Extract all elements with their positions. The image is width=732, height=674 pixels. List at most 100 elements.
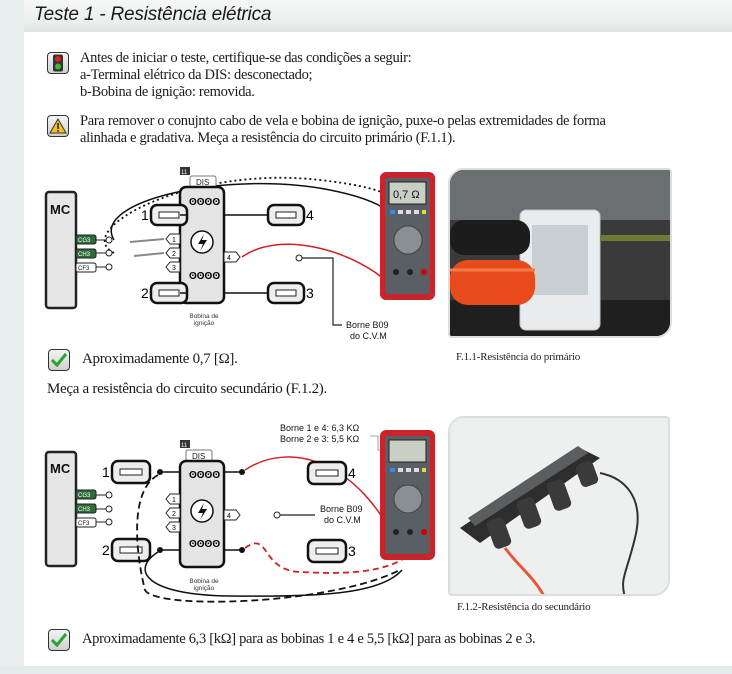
borne-terminal	[295, 254, 303, 262]
svg-text:CF3: CF3	[78, 521, 90, 527]
precondition-line: b-Bobina de ignição: removida.	[80, 84, 255, 100]
connector-ch3: CH3	[75, 503, 113, 514]
warning-line: alinhada e gradativa. Meça a resistência…	[80, 130, 456, 146]
dis-label: DIS	[196, 178, 209, 187]
selector-dial	[393, 484, 423, 514]
svg-text:4: 4	[306, 207, 314, 223]
pin-2: 2	[165, 247, 181, 259]
borne-label: Borne B09	[320, 504, 363, 514]
spark-plug-2: 2	[141, 281, 189, 305]
coil-label: ignição	[194, 320, 215, 327]
test-lead-black-dashed	[136, 474, 401, 603]
spark-plug-1: 1	[102, 459, 152, 485]
coil-winding-icon: ʘʘʘʘ	[189, 197, 220, 208]
svg-text:2: 2	[172, 251, 176, 258]
dis-tag: 11	[181, 170, 188, 176]
title-bar	[24, 0, 732, 32]
dis-tag-box	[180, 167, 190, 175]
pin-1: 1	[165, 233, 181, 245]
precondition-line: Antes de iniciar o teste, certifique-se …	[80, 50, 412, 66]
borne-label: Borne B09	[346, 320, 389, 330]
reading-label: Borne 1 e 4: 6,3 KΩ	[280, 423, 360, 433]
coil-label: Bobina de	[189, 313, 219, 320]
pin-1: 1	[165, 493, 181, 505]
dis-tag: 11	[181, 443, 188, 449]
pin-2: 2	[165, 507, 181, 519]
svg-text:CH3: CH3	[78, 507, 91, 513]
photo-secondary-caption: F.1.2-Resistência do secundário	[457, 601, 591, 613]
check-icon	[48, 629, 70, 651]
svg-text:CF3: CF3	[78, 266, 90, 272]
svg-text:CH3: CH3	[78, 252, 91, 258]
coil-label: Bobina de	[189, 578, 219, 585]
svg-text:3: 3	[172, 525, 176, 532]
pin-3: 3	[165, 261, 181, 273]
svg-text:1: 1	[172, 497, 176, 504]
coil-winding-icon: ʘʘʘʘ	[189, 539, 220, 550]
page-title: Teste 1 - Resistência elétrica	[34, 4, 272, 25]
dis-tag-box	[180, 440, 190, 448]
instruction-secondary: Meça a resistência do circuito secundári…	[47, 381, 327, 397]
svg-text:4: 4	[348, 465, 356, 481]
spark-plug-1: 1	[141, 203, 189, 227]
warning-text: Para remover o conujnto cabo de vela e b…	[80, 113, 606, 147]
probe-tip	[133, 252, 165, 257]
result-primary: Aproximadamente 0,7 [Ω].	[82, 351, 238, 367]
probe-tip	[129, 238, 165, 243]
pin-4: 4	[223, 251, 241, 263]
multimeter	[380, 430, 435, 560]
borne-terminal	[273, 511, 281, 519]
svg-text:3: 3	[172, 265, 176, 272]
primary-circuit-diagram: MC CG3 CH3 CF3 11 DIS ʘʘʘʘ ʘʘʘʘ Bobina d…	[44, 167, 435, 340]
coil-winding-icon: ʘʘʘʘ	[189, 271, 220, 282]
photo-primary	[448, 168, 672, 338]
svg-text:CG3: CG3	[78, 238, 91, 244]
test-lead-dotted	[104, 176, 402, 261]
svg-text:1: 1	[172, 237, 176, 244]
svg-text:1: 1	[102, 464, 110, 480]
multimeter: 0,7 Ω	[380, 172, 435, 300]
result-secondary: Aproximadamente 6,3 [kΩ] para as bobinas…	[82, 631, 536, 647]
borne-label: do C.V.M	[324, 515, 361, 525]
test-lead-red-dashed	[244, 542, 416, 574]
test-lead-red	[241, 243, 386, 281]
svg-text:2: 2	[141, 285, 149, 301]
coil-winding-icon: ʘʘʘʘ	[189, 470, 220, 481]
spark-plug-4: 4	[224, 203, 314, 227]
page-margin-band	[0, 0, 24, 674]
svg-text:2: 2	[102, 542, 110, 558]
secondary-circuit-diagram: MC CG3 CH3 CF3 1 2 11 DIS ʘʘʘʘ ʘʘʘʘ Bobi…	[44, 423, 435, 603]
check-icon	[48, 349, 70, 371]
connector-cg3: CG3	[75, 489, 113, 500]
dis-label: DIS	[192, 452, 205, 461]
spark-plug-3: 3	[224, 281, 314, 305]
connector-ch3: CH3	[75, 248, 113, 259]
svg-text:3: 3	[306, 285, 314, 301]
connector-cf3: CF3	[75, 262, 113, 273]
svg-text:4: 4	[227, 513, 231, 520]
reading-label: Borne 2 e 3: 5,5 KΩ	[280, 434, 360, 444]
warning-line: Para remover o conujnto cabo de vela e b…	[80, 113, 606, 129]
selector-dial	[393, 225, 423, 255]
connector-cg3: CG3	[75, 234, 113, 245]
pin-4: 4	[223, 509, 241, 521]
test-lead-black	[110, 182, 401, 271]
svg-text:4: 4	[227, 255, 231, 262]
photo-primary-caption: F.1.1-Resistência do primário	[456, 351, 581, 363]
test-lead-black	[144, 551, 403, 597]
coil-label: ignição	[194, 585, 215, 592]
page-footer-band	[0, 666, 732, 674]
precondition-line: a-Terminal elétrico da DIS: desconectado…	[80, 67, 313, 83]
warning-icon	[47, 115, 69, 137]
multimeter-display	[388, 439, 427, 463]
pin-3: 3	[165, 521, 181, 533]
connector-cf3: CF3	[75, 517, 113, 528]
spark-plug-3: 3	[306, 538, 356, 564]
spark-plug-4: 4	[306, 460, 356, 486]
borne-label: do C.V.M	[350, 331, 387, 340]
multimeter-display: 0,7 Ω	[393, 189, 420, 201]
precondition-text: Antes de iniciar o teste, certifique-se …	[80, 50, 412, 101]
module-label: MC	[50, 202, 71, 217]
svg-text:CG3: CG3	[78, 493, 91, 499]
svg-text:1: 1	[141, 207, 149, 223]
